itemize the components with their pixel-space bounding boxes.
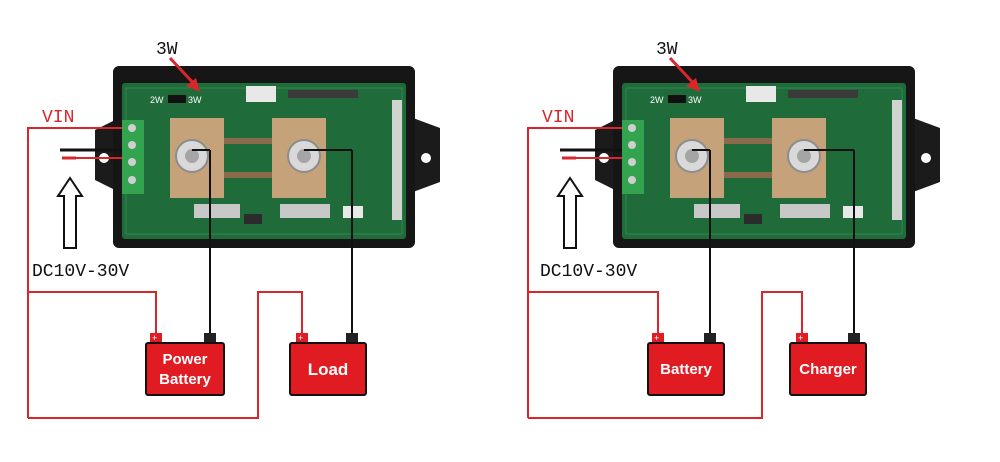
screw-terminal-block <box>122 120 144 194</box>
terminal-screw <box>628 176 636 184</box>
bottom-component-left <box>194 204 240 218</box>
right-box-plus: + <box>798 333 803 343</box>
power-battery-box <box>145 342 225 396</box>
bottom-component-left <box>694 204 740 218</box>
shunt-bar-top <box>724 138 772 144</box>
vin-wire-red <box>27 127 122 418</box>
power-arrow-head <box>186 78 200 92</box>
screw-terminal-block <box>622 120 644 194</box>
vin-wire-red <box>527 127 622 418</box>
right-box-negative-terminal <box>346 333 358 343</box>
right-box-positive-terminal <box>296 333 308 343</box>
vin-label: VIN <box>42 108 74 128</box>
left-box-line2: Battery <box>159 371 211 388</box>
load-box <box>289 342 367 396</box>
side-header <box>892 100 902 220</box>
right-box-plus: + <box>298 333 303 343</box>
terminal-screw <box>628 158 636 166</box>
terminal-screw <box>628 124 636 132</box>
charger-positive-wire <box>528 291 803 419</box>
power-label: 3W <box>656 40 678 60</box>
bottom-component-mid <box>280 204 330 218</box>
right-box-positive-terminal <box>796 333 808 343</box>
up-arrow-icon <box>56 176 84 249</box>
left-box-plus: + <box>654 333 659 343</box>
load-positive-wire <box>28 291 303 419</box>
voltage-label: DC10V-30V <box>32 262 129 282</box>
power-switch <box>168 95 186 103</box>
power-arrow-line <box>668 56 698 88</box>
wiring-diagram-power-battery-load: 2W 3W 3W VIN DC10V-30V + Power Battery +… <box>27 40 440 419</box>
switch-label-2w: 2W <box>150 95 164 105</box>
vin-label: VIN <box>542 108 574 128</box>
top-connector <box>746 86 776 102</box>
up-arrow-icon <box>556 176 584 249</box>
charger-box <box>789 342 867 396</box>
shunt-bar-top <box>224 138 272 144</box>
power-arrow-head <box>686 78 700 92</box>
terminal-screw <box>128 158 136 166</box>
right-box-line1: Load <box>308 360 349 379</box>
battery-positive-wire <box>27 290 157 333</box>
top-resistor-strip <box>288 90 358 98</box>
terminal-screw <box>628 141 636 149</box>
bottom-component-mid <box>780 204 830 218</box>
terminal-screw <box>128 124 136 132</box>
left-box-positive-terminal <box>150 333 162 343</box>
bottom-chip <box>244 214 262 224</box>
left-box-negative-terminal <box>204 333 216 343</box>
left-box-negative-terminal <box>704 333 716 343</box>
side-header <box>392 100 402 220</box>
power-label: 3W <box>156 40 178 60</box>
left-box-plus: + <box>152 333 157 343</box>
right-box-negative-terminal <box>848 333 860 343</box>
shunt-bar-bottom <box>224 172 272 178</box>
left-box-line1: Power <box>162 351 207 368</box>
right-box-line1: Charger <box>799 361 857 378</box>
top-connector <box>246 86 276 102</box>
bolt-center <box>297 149 311 163</box>
left-box-line1: Battery <box>660 361 712 378</box>
top-resistor-strip <box>788 90 858 98</box>
right-mount-hole <box>921 153 931 163</box>
diagram-canvas: 2W 3W 3W VIN DC10V-30V + Power Battery +… <box>27 40 440 419</box>
switch-label-3w: 3W <box>688 95 702 105</box>
terminal-screw <box>128 176 136 184</box>
left-box-positive-terminal <box>652 333 664 343</box>
bolt-center <box>685 149 699 163</box>
battery-box <box>647 342 725 396</box>
voltage-label: DC10V-30V <box>540 262 637 282</box>
pcb-board <box>622 83 906 239</box>
switch-label-3w: 3W <box>188 95 202 105</box>
shunt-bar-bottom <box>724 172 772 178</box>
power-arrow-line <box>168 56 198 88</box>
bottom-chip <box>744 214 762 224</box>
right-mount-hole <box>421 153 431 163</box>
power-switch <box>668 95 686 103</box>
diagram-canvas: 2W 3W 3W VIN DC10V-30V + Battery + Charg… <box>527 40 940 419</box>
wiring-diagram-battery-charger: 2W 3W 3W VIN DC10V-30V + Battery + Charg… <box>500 0 1000 462</box>
switch-label-2w: 2W <box>650 95 664 105</box>
bolt-center <box>185 149 199 163</box>
terminal-screw <box>128 141 136 149</box>
pcb-board <box>122 83 406 239</box>
battery-positive-wire <box>527 290 659 333</box>
bolt-center <box>797 149 811 163</box>
